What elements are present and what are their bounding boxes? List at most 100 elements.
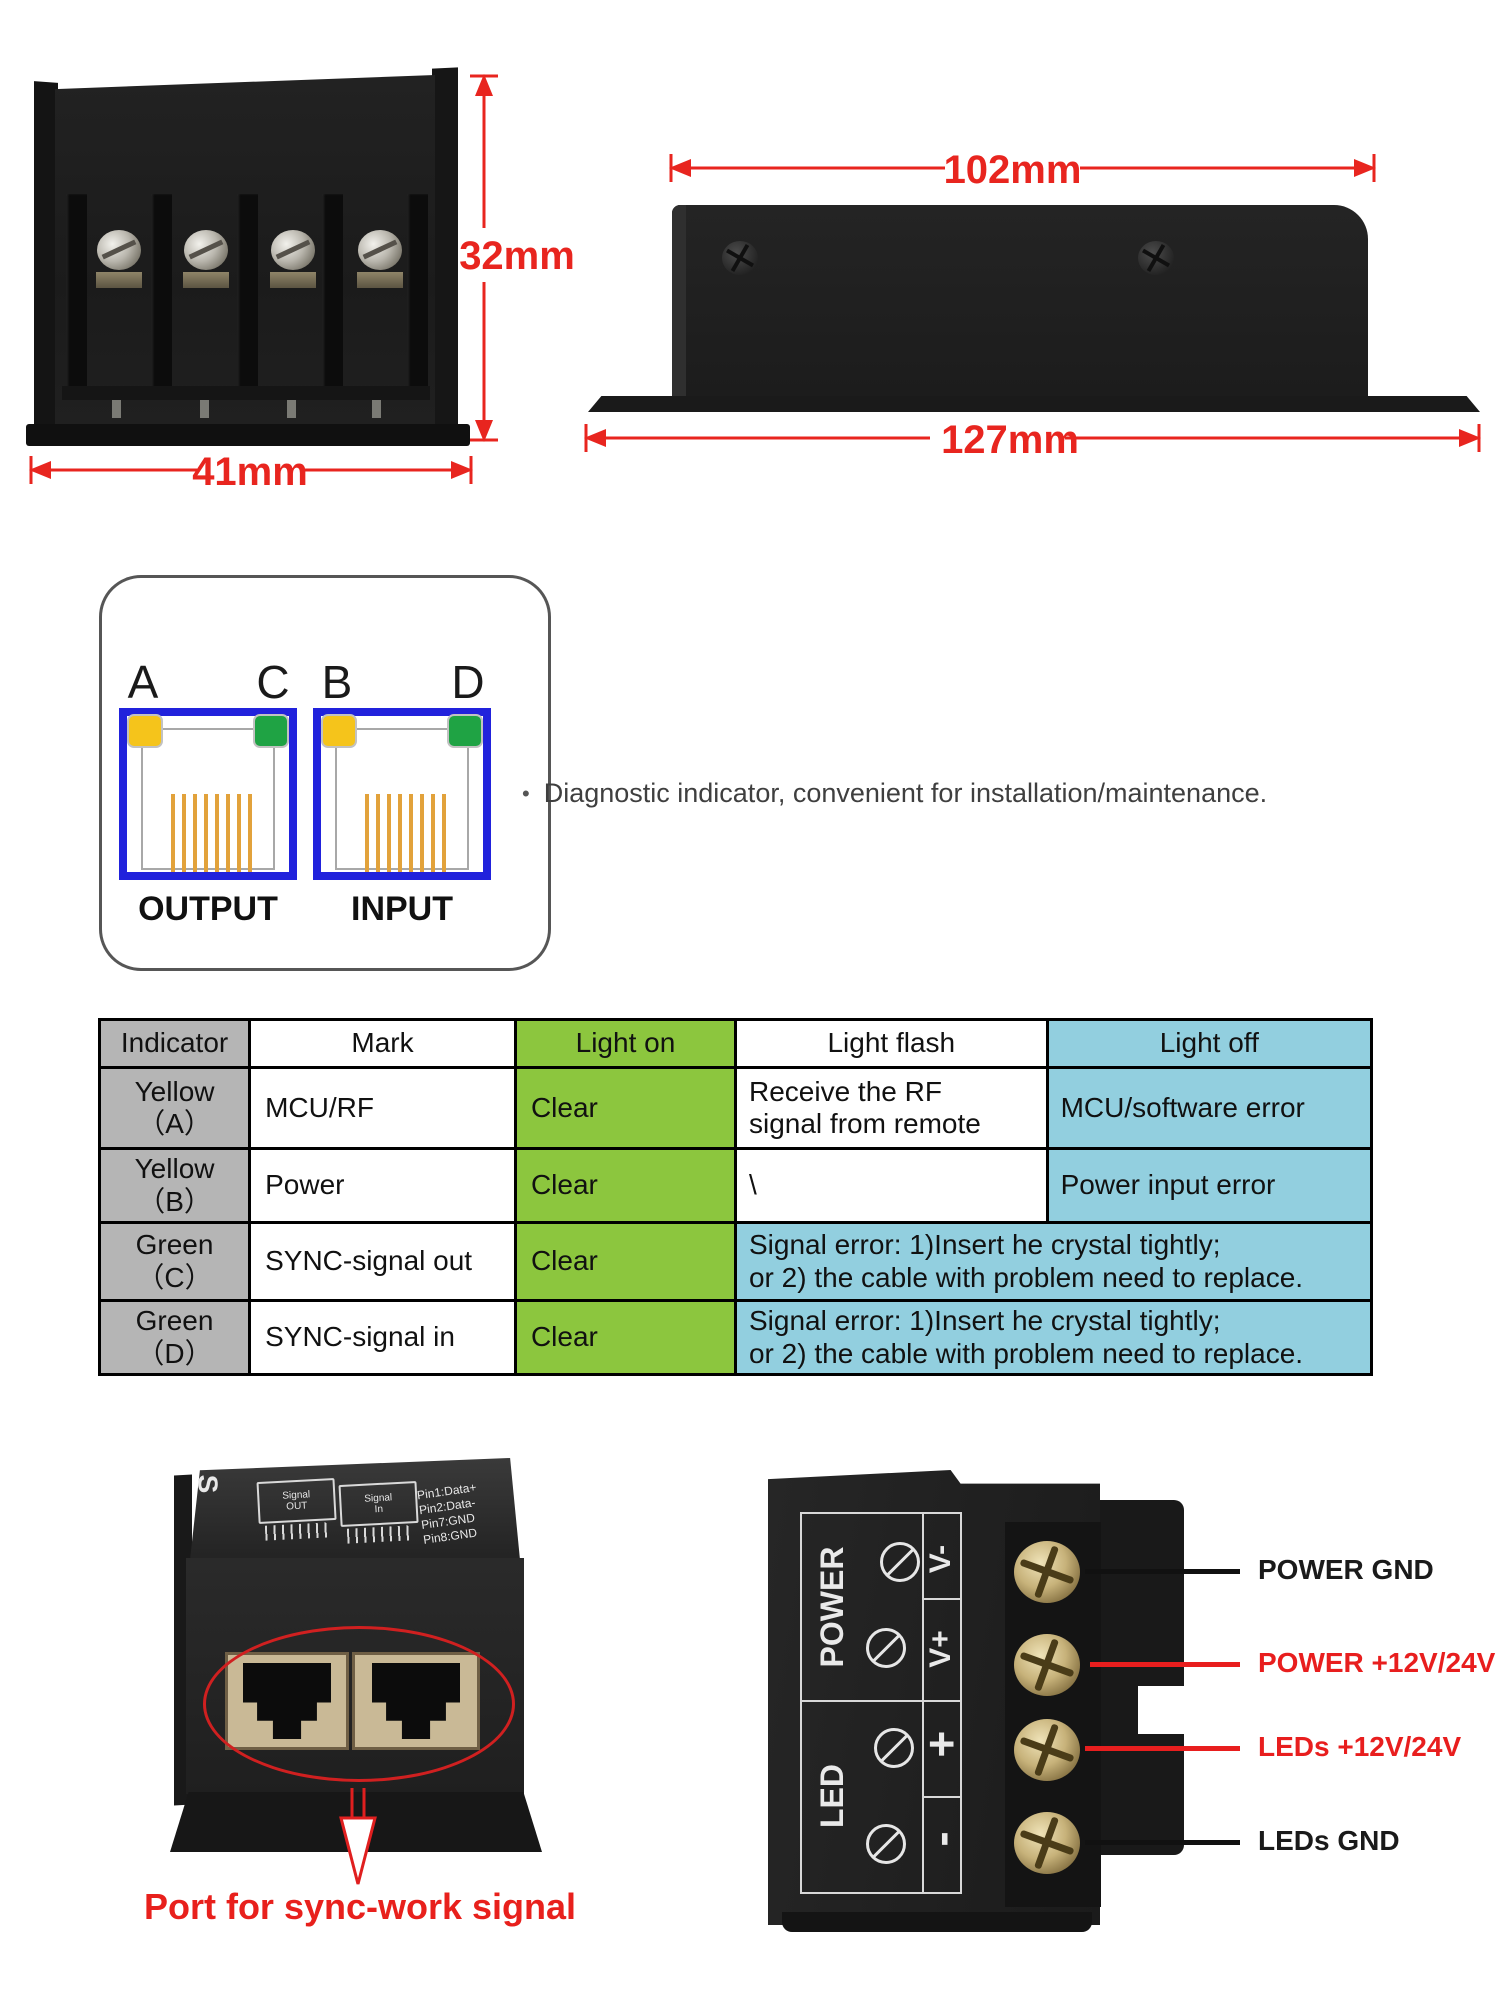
green-led-icon: [447, 714, 483, 748]
led-label-b: B: [321, 656, 353, 708]
height-dimension-arrow: [470, 74, 498, 442]
device-foot: [782, 1912, 1092, 1932]
terminal-barrier: [407, 194, 428, 392]
table-header-row: Indicator Mark Light on Light flash Ligh…: [97, 1018, 1374, 1069]
panel-divider: [922, 1796, 960, 1798]
led-positive-label: LEDs +12V/24V: [1258, 1731, 1462, 1762]
error-line: or 2) the cable with problem need to rep…: [748, 1337, 1304, 1369]
terminal-clamp: [96, 272, 142, 288]
solder-pin: [372, 400, 381, 418]
device-body: [672, 205, 1368, 397]
terminal-barrier: [66, 194, 87, 392]
panel-divider: [922, 1598, 960, 1600]
table-row: Yellow （B） Power Clear \ Power input err…: [97, 1147, 1374, 1224]
error-line: Signal error: 1)Insert he crystal tightl…: [748, 1305, 1221, 1337]
green-led-icon: [253, 714, 289, 748]
plus-label: +: [915, 1730, 967, 1758]
bottom-dimension-label: 127mm: [941, 418, 1079, 462]
cell-light-on: Clear: [513, 1066, 737, 1150]
signal-in-label: Signal: [364, 1492, 393, 1505]
screw-symbol-icon: [880, 1542, 920, 1582]
annotation-line: [1090, 1662, 1240, 1667]
terminal-screw-icon: [358, 230, 402, 270]
table-row: Green （C） SYNC-signal out Clear Signal e…: [97, 1221, 1374, 1302]
header-mark: Mark: [248, 1018, 517, 1069]
input-label: INPUT: [351, 890, 453, 928]
header-indicator: Indicator: [97, 1018, 252, 1069]
cell-indicator: Green （C）: [97, 1221, 252, 1302]
cell-signal-error: Signal error: 1)Insert he crystal tightl…: [733, 1299, 1374, 1376]
terminal-screw-icon: [271, 230, 315, 270]
cell-indicator: Yellow （B）: [97, 1147, 252, 1224]
annotation-line: [1085, 1746, 1240, 1751]
solder-pin: [200, 400, 209, 418]
indicator-color: Yellow: [134, 1075, 215, 1107]
cell-light-flash: Receive the RF signal from remote: [733, 1066, 1049, 1150]
yellow-led-icon: [127, 714, 163, 748]
indicator-id: （C）: [136, 1261, 213, 1293]
cell-indicator: Green （D）: [97, 1299, 252, 1376]
indicator-color: Yellow: [134, 1153, 215, 1185]
terminal-screw-icon: [1014, 1634, 1080, 1696]
minus-label: -: [915, 1831, 967, 1847]
bullet-icon: •: [522, 781, 530, 806]
header-light-off: Light off: [1045, 1018, 1374, 1069]
terminal-screw-icon: [184, 230, 228, 270]
rj45-jack-input-diagram: [313, 708, 491, 880]
screw-symbol-icon: [866, 1628, 906, 1668]
cell-mark: Power: [248, 1147, 517, 1224]
bottom-dimension-arrow: [584, 424, 1481, 452]
indicator-id: （A）: [137, 1108, 212, 1139]
led-label-d: D: [451, 656, 485, 708]
signal-in-icon: Signal In: [338, 1480, 420, 1544]
jack-pins-icon: [365, 794, 453, 872]
back-plate-notch: [1138, 1686, 1188, 1734]
led-label-a: A: [127, 656, 159, 708]
terminal-barrier: [237, 194, 258, 392]
jack-pins-icon: [171, 794, 259, 872]
power-positive-label: POWER +12V/24V: [1258, 1647, 1496, 1678]
cell-light-off: Power input error: [1045, 1147, 1374, 1224]
device-back-plate: [1096, 1500, 1184, 1855]
indicator-color: Green: [135, 1229, 214, 1261]
cell-light-off: MCU/software error: [1045, 1066, 1374, 1150]
side-print-letter: S: [192, 1474, 224, 1494]
error-line: Signal error: 1)Insert he crystal tightl…: [748, 1229, 1221, 1261]
power-gnd-label: POWER GND: [1258, 1554, 1434, 1585]
case-screw-icon: [722, 241, 758, 275]
device-side-fin: [34, 81, 58, 441]
cell-mark: MCU/RF: [248, 1066, 517, 1150]
indicator-table: Indicator Mark Light on Light flash Ligh…: [97, 1018, 1374, 1376]
top-dimension-label: 102mm: [943, 148, 1082, 192]
terminal-screw-icon: [1014, 1541, 1080, 1603]
terminal-screw-icon: [1014, 1812, 1080, 1874]
flash-line: Receive the RF: [748, 1075, 942, 1107]
indicator-color: Green: [135, 1305, 214, 1337]
terminal-base: [62, 386, 430, 400]
terminal-clamp: [357, 272, 403, 288]
pinout-text: Pin1:Data+ Pin2:Data- Pin7:GND Pin8:GND: [416, 1480, 483, 1548]
width-dimension-label: 41mm: [192, 450, 308, 494]
cell-light-flash: \: [733, 1147, 1049, 1224]
indicator-id: （D）: [136, 1337, 213, 1369]
cell-light-on: Clear: [513, 1147, 737, 1224]
table-row: Green （D） SYNC-signal in Clear Signal er…: [97, 1299, 1374, 1376]
header-light-on: Light on: [513, 1018, 737, 1069]
printed-label-panel: POWER LED V- V+ + -: [800, 1512, 967, 1894]
diagnostic-note-text: Diagnostic indicator, convenient for ins…: [543, 778, 1268, 808]
terminal-clamp: [183, 272, 229, 288]
mounting-base: [588, 396, 1480, 412]
power-section-label: POWER: [813, 1546, 850, 1668]
cell-mark: SYNC-signal out: [248, 1221, 517, 1302]
case-screw-icon: [1138, 241, 1174, 275]
signal-out-icon: Signal OUT: [256, 1477, 338, 1541]
screw-symbol-icon: [874, 1728, 914, 1768]
highlight-ellipse: [203, 1626, 515, 1782]
cell-light-on: Clear: [513, 1221, 737, 1302]
cell-mark: SYNC-signal in: [248, 1299, 517, 1376]
annotation-line: [1085, 1569, 1240, 1574]
signal-in-label: In: [374, 1503, 384, 1516]
led-section-label: LED: [813, 1764, 850, 1828]
terminal-screw-icon: [97, 230, 141, 270]
terminal-clamp: [270, 272, 316, 288]
